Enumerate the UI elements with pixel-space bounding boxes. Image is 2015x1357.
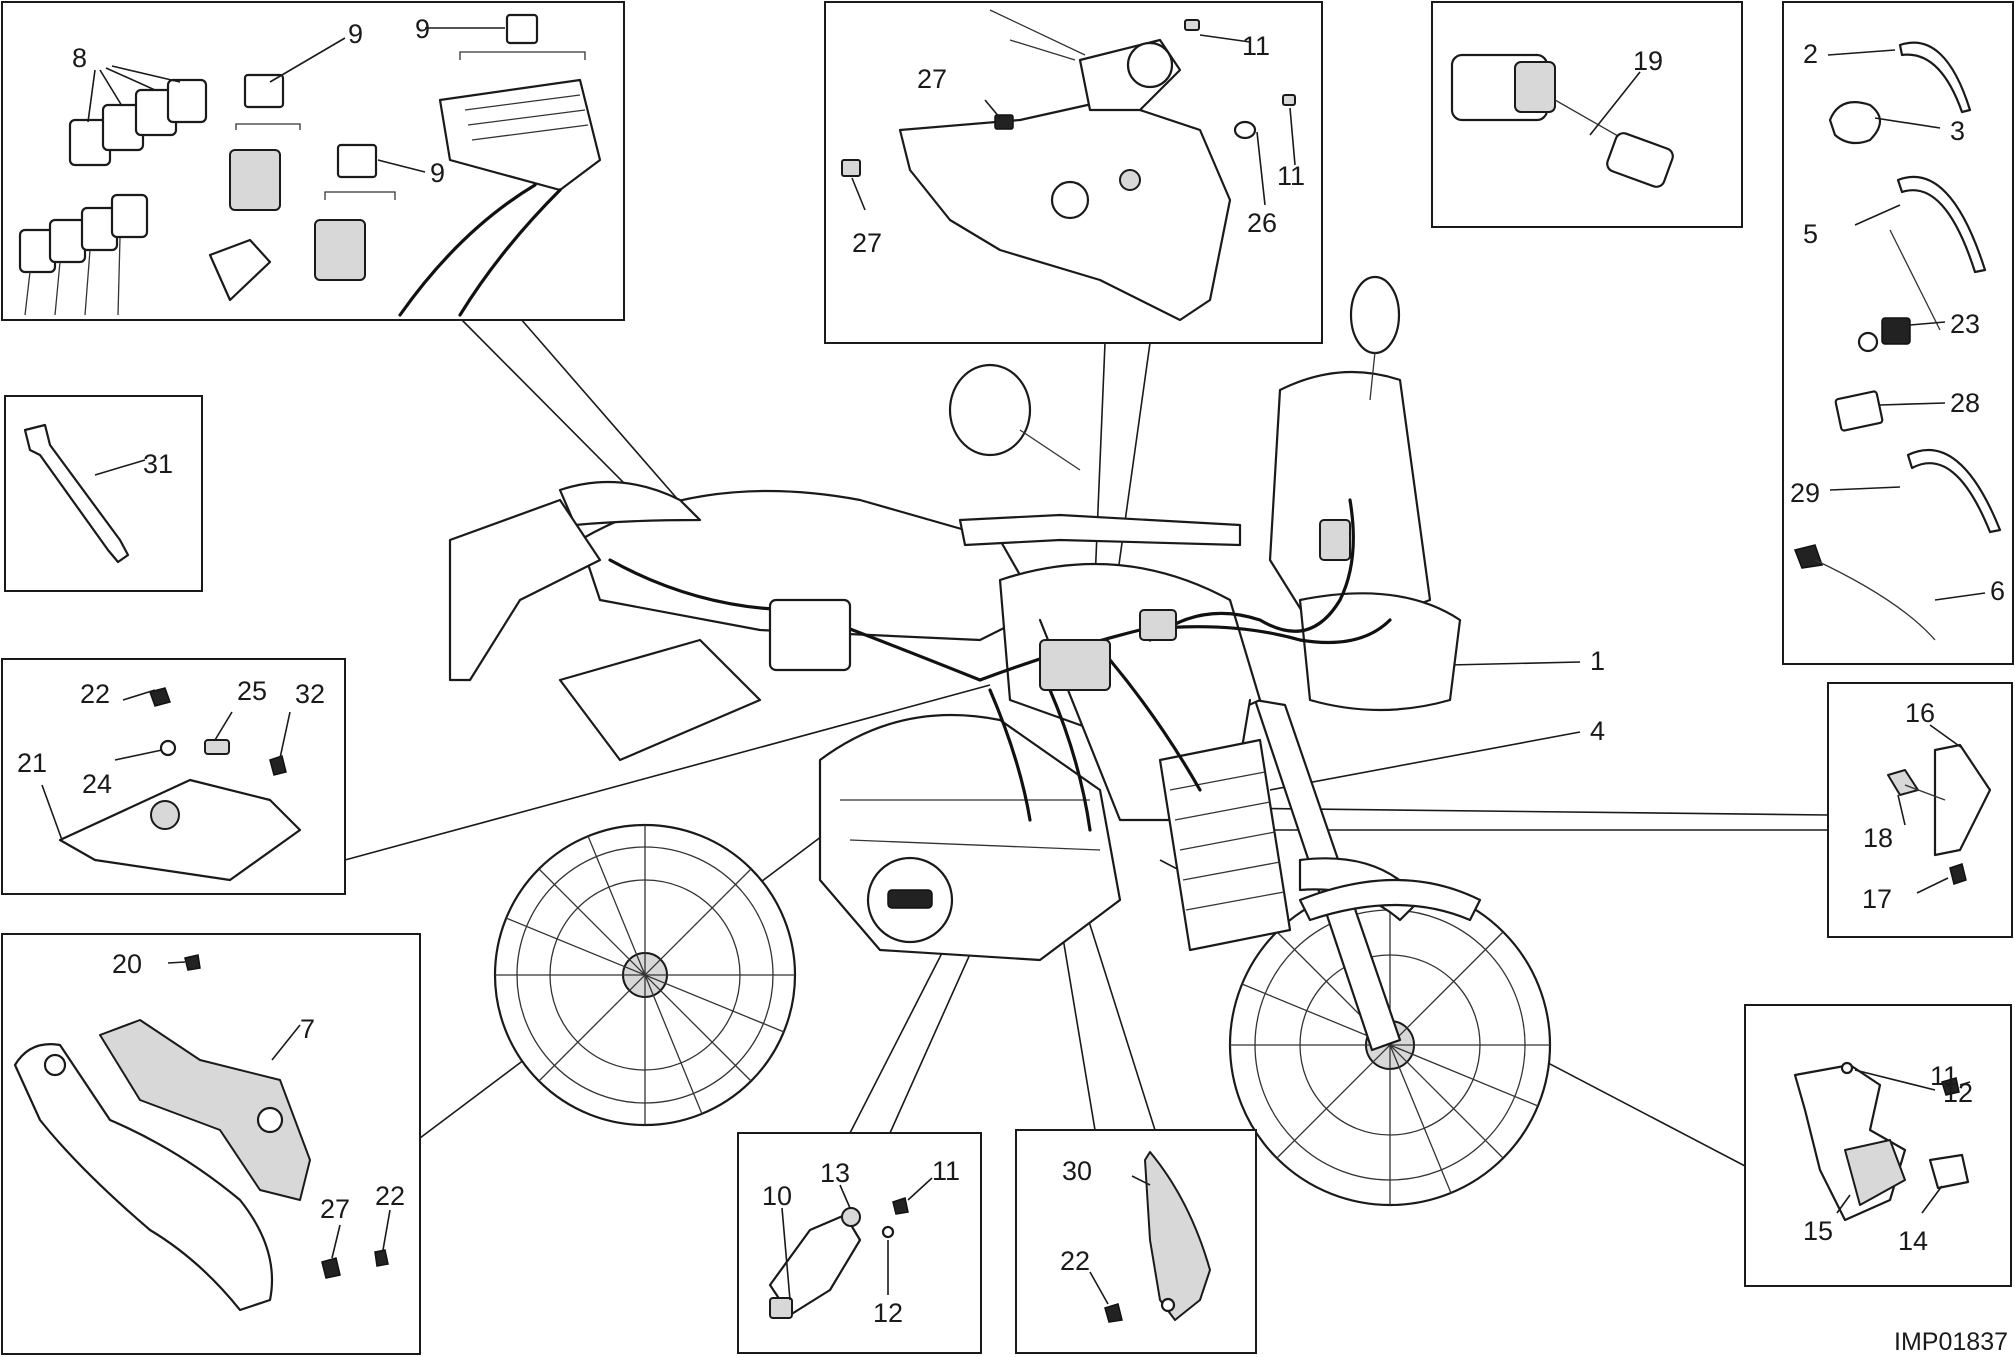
relay-block <box>18 78 208 316</box>
callout-8: 8 <box>72 43 87 73</box>
box-ecu-bracket: 11 27 26 11 27 <box>824 1 1323 344</box>
callout-12: 12 <box>873 1298 903 1328</box>
callout-30: 30 <box>1062 1156 1092 1186</box>
callout-27: 27 <box>852 228 882 258</box>
callout-11: 11 <box>932 1156 960 1186</box>
callout-28: 28 <box>1950 388 1980 418</box>
callout-14: 14 <box>1898 1226 1928 1256</box>
callout-9: 9 <box>348 19 363 49</box>
rear-wheel <box>493 823 797 1127</box>
callout-10: 10 <box>762 1181 792 1211</box>
callout-7: 7 <box>300 1014 315 1044</box>
radiator <box>1158 738 1292 952</box>
callout-9: 9 <box>415 14 430 44</box>
callout-1: 1 <box>1590 646 1605 676</box>
callout-2: 2 <box>1803 39 1818 69</box>
box-mount-bracket: 13 11 10 12 <box>737 1132 982 1354</box>
callout-13: 13 <box>820 1158 850 1188</box>
callout-32: 32 <box>295 679 325 709</box>
callout-15: 15 <box>1803 1216 1833 1246</box>
motorcycle-illustration <box>448 275 1552 1207</box>
callout-21: 21 <box>17 748 47 778</box>
callout-6: 6 <box>1990 576 2005 606</box>
callout-31: 31 <box>143 449 173 479</box>
callout-11: 11 <box>1930 1061 1958 1091</box>
box-relay-bracket: 11 12 15 14 <box>1744 1004 2012 1287</box>
callout-20: 20 <box>112 949 142 979</box>
callout-26: 26 <box>1247 208 1277 238</box>
box-heat-shield: 20 7 27 22 <box>1 933 421 1355</box>
callout-22: 22 <box>80 679 110 709</box>
main-callouts: 1 4 <box>1590 646 1605 746</box>
box-diagnostic-connector: 19 <box>1431 1 1743 228</box>
callout-3: 3 <box>1950 116 1965 146</box>
callout-4: 4 <box>1590 716 1605 746</box>
fuse-box <box>398 78 602 317</box>
callout-22: 22 <box>1060 1246 1090 1276</box>
callout-22: 22 <box>375 1181 405 1211</box>
callout-25: 25 <box>237 676 267 706</box>
callout-18: 18 <box>1863 823 1893 853</box>
box-support-plate: 22 25 32 21 24 <box>1 658 346 895</box>
box-tool: 31 <box>4 395 203 592</box>
callout-23: 23 <box>1950 309 1980 339</box>
callout-12: 12 <box>1943 1078 1973 1108</box>
callout-24: 24 <box>82 769 112 799</box>
box-relays-fuses: 8 9 9 9 <box>1 1 625 321</box>
callout-16: 16 <box>1905 698 1935 728</box>
box-clips-ties: 2 3 5 23 28 29 6 <box>1782 1 2014 665</box>
callout-11: 11 <box>1277 161 1305 191</box>
figure-code: IMP01837 <box>1894 1328 2008 1356</box>
callout-19: 19 <box>1633 46 1663 76</box>
callout-29: 29 <box>1790 478 1820 508</box>
box-cover: 30 22 <box>1015 1129 1257 1354</box>
callout-9: 9 <box>430 158 445 188</box>
callout-11: 11 <box>1242 31 1270 61</box>
callout-5: 5 <box>1803 219 1818 249</box>
callout-17: 17 <box>1862 884 1892 914</box>
box-sensor: 16 18 17 <box>1827 682 2013 938</box>
callout-27: 27 <box>320 1194 350 1224</box>
callout-27: 27 <box>917 64 947 94</box>
